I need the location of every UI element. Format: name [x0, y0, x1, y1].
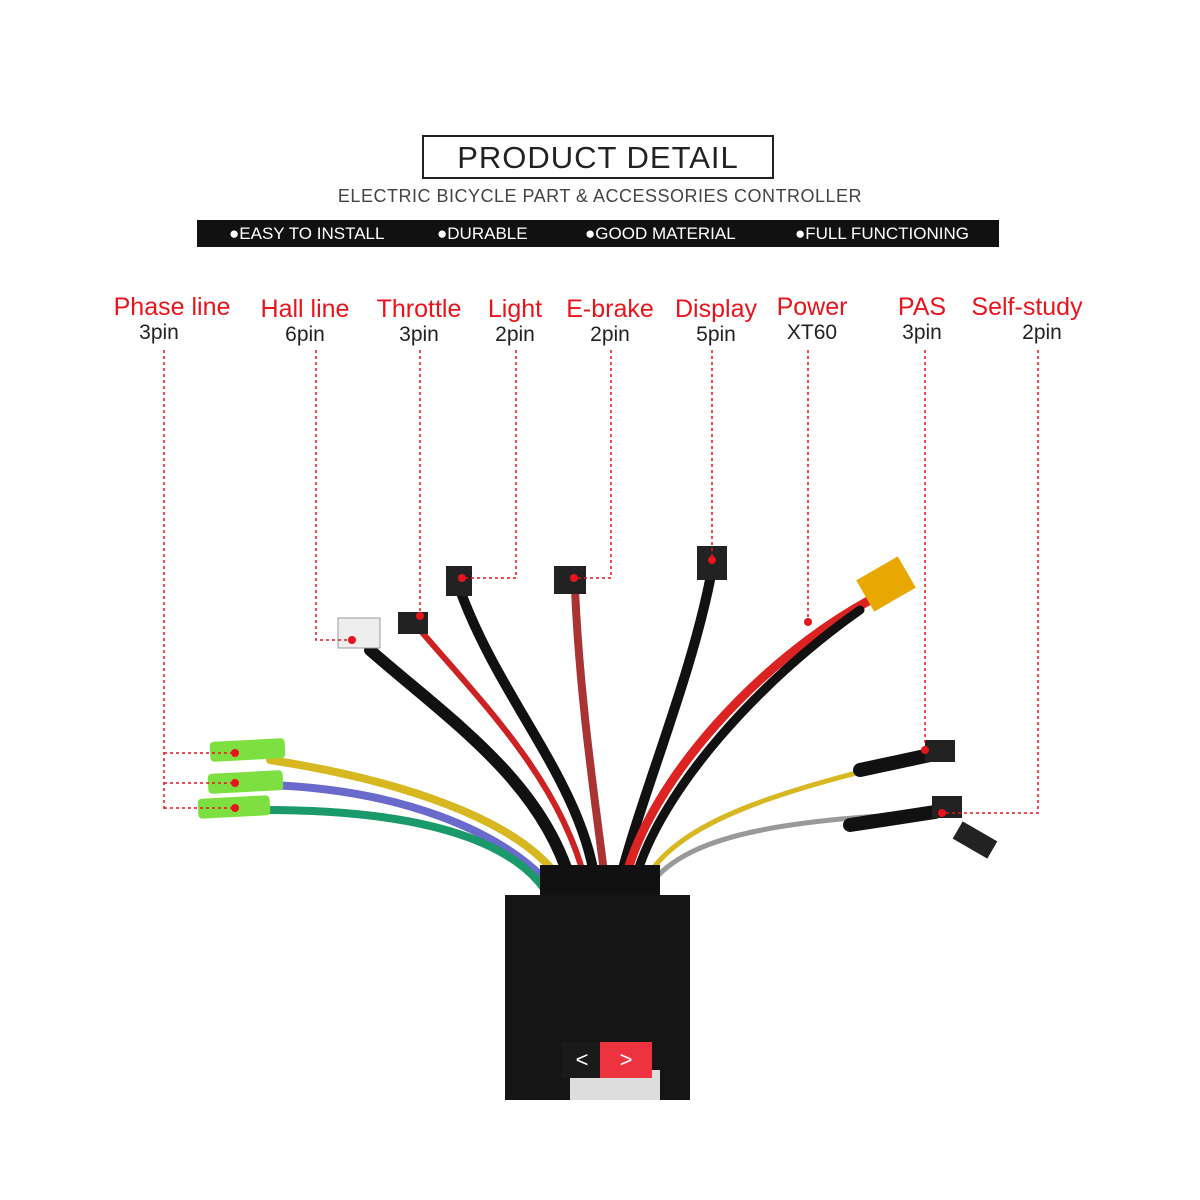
feature-item: ●FULL FUNCTIONING — [795, 224, 969, 243]
subtitle: ELECTRIC BICYCLE PART & ACCESSORIES CONT… — [337, 186, 863, 206]
carousel-next-button[interactable]: > — [600, 1042, 652, 1078]
carousel-prev-button[interactable]: < — [562, 1042, 602, 1078]
feature-item: ●DURABLE — [437, 224, 528, 243]
page-title: PRODUCT DETAIL — [422, 135, 774, 179]
feature-band: ●EASY TO INSTALL ●DURABLE ●GOOD MATERIAL… — [197, 220, 999, 247]
feature-item: ●GOOD MATERIAL — [585, 224, 736, 243]
feature-item: ●EASY TO INSTALL — [229, 224, 385, 243]
